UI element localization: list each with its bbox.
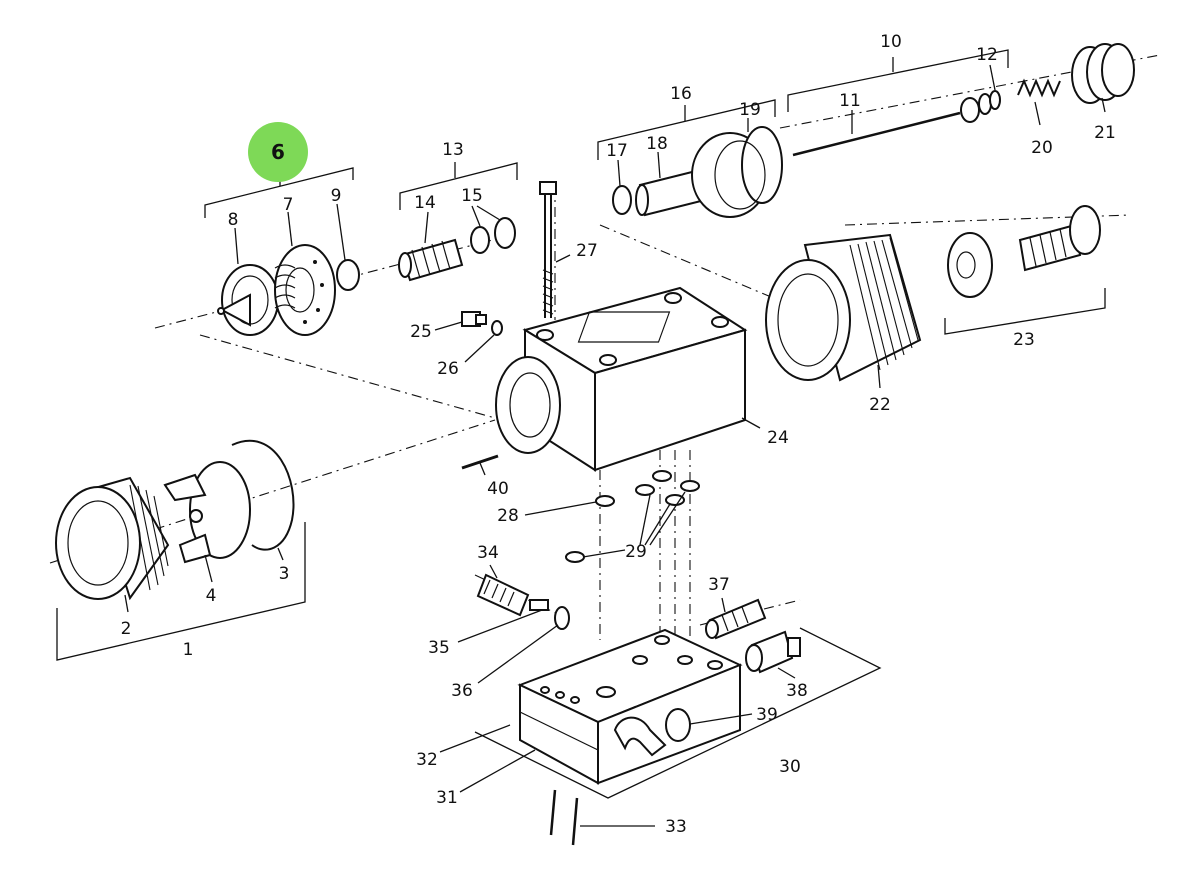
part-12-ring: [989, 90, 1001, 110]
label-31: 31: [436, 788, 458, 808]
label-1: 1: [183, 640, 194, 660]
part-39-elbow: [613, 708, 691, 757]
part-21-rings: [1071, 43, 1135, 104]
label-40: 40: [487, 479, 509, 499]
part-28-o-ring: [595, 495, 615, 507]
label-37: 37: [708, 575, 730, 595]
part-22-knurled-nut: [765, 233, 922, 382]
highlight-callout-6[interactable]: 6: [248, 122, 308, 182]
label-12: 12: [976, 45, 998, 65]
part-26-washer: [491, 320, 503, 336]
label-18: 18: [646, 134, 668, 154]
label-21: 21: [1094, 123, 1116, 143]
part-33-bolts: [549, 789, 579, 846]
label-15: 15: [461, 186, 483, 206]
part-15-rings: [470, 217, 516, 254]
part-25-plug: [461, 311, 487, 327]
part-8-thermostat-cage: [217, 264, 279, 336]
group-brackets: [56, 49, 1106, 799]
part-36-ring: [554, 606, 570, 630]
part-40-pin: [461, 454, 499, 470]
label-36: 36: [451, 681, 473, 701]
part-27-long-bolt: [539, 181, 557, 318]
part-17-ring: [612, 185, 632, 215]
label-7: 7: [283, 195, 294, 215]
part-20-spring: [1017, 78, 1061, 98]
label-33: 33: [665, 817, 687, 837]
part-37-cartridge: [705, 598, 767, 640]
label-11: 11: [839, 91, 861, 111]
part-3-snap-ring: [231, 439, 295, 551]
part-14-spring-body: [398, 238, 464, 282]
label-16: 16: [670, 84, 692, 104]
label-4: 4: [206, 586, 217, 606]
label-2: 2: [121, 619, 132, 639]
label-28: 28: [497, 506, 519, 526]
label-19: 19: [739, 100, 761, 120]
highlight-circle: [248, 122, 308, 182]
label-26: 26: [437, 359, 459, 379]
label-10: 10: [880, 32, 902, 52]
label-13: 13: [442, 140, 464, 160]
label-38: 38: [786, 681, 808, 701]
label-8: 8: [228, 210, 239, 230]
label-30: 30: [779, 757, 801, 777]
part-4-carrier: [163, 461, 251, 564]
part-18-spool: [635, 168, 707, 217]
label-39: 39: [756, 705, 778, 725]
label-20: 20: [1031, 138, 1053, 158]
label-34: 34: [477, 543, 499, 563]
part-11-pin: [792, 93, 992, 157]
part-23-ring-and-plug: [947, 205, 1101, 298]
part-9-o-ring: [336, 259, 360, 291]
label-27: 27: [576, 241, 598, 261]
label-25: 25: [410, 322, 432, 342]
part-2-knurled-nut: [55, 476, 170, 601]
label-22: 22: [869, 395, 891, 415]
part-29-o-rings: [565, 470, 700, 563]
label-17: 17: [606, 141, 628, 161]
label-29: 29: [625, 542, 647, 562]
label-23: 23: [1013, 330, 1035, 350]
label-35: 35: [428, 638, 450, 658]
part-38-fitting: [745, 630, 801, 674]
leader-lines: [124, 64, 1106, 827]
label-14: 14: [414, 193, 436, 213]
label-32: 32: [416, 750, 438, 770]
highlight-label: 6: [271, 140, 285, 164]
part-24-housing: [495, 286, 748, 472]
part-labels: 1 2 3 4 7 8 9 10 11 12 13 14 15 16 17 18…: [121, 32, 1116, 837]
part-7-flange: [274, 244, 336, 336]
part-34-cartridge: [476, 573, 549, 617]
label-24: 24: [767, 428, 789, 448]
part-30-manifold: [517, 628, 743, 785]
part-19-sleeve: [691, 126, 783, 218]
label-3: 3: [279, 564, 290, 584]
label-9: 9: [331, 186, 342, 206]
